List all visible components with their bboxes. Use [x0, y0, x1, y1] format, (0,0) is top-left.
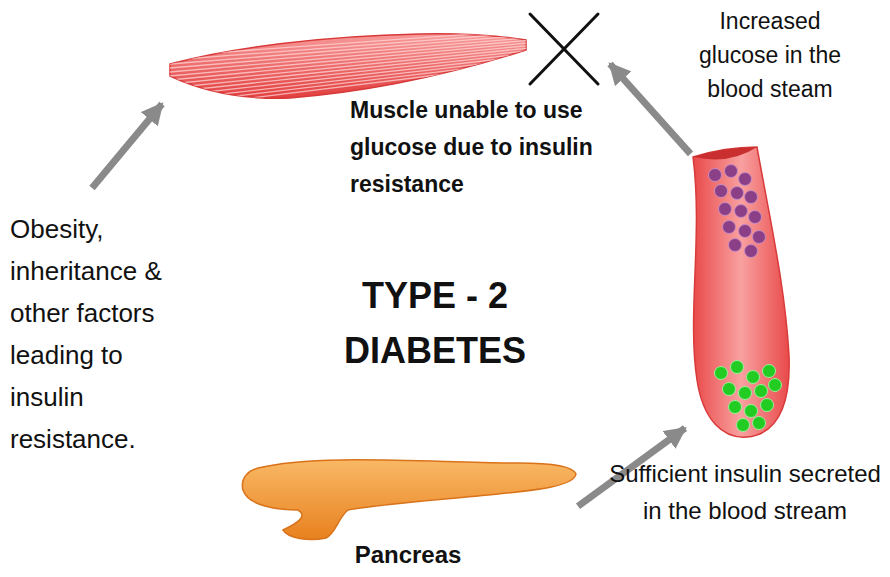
pancreas-node: Pancreas	[238, 438, 578, 543]
muscle-caption: Muscle unable to use glucose due to insu…	[350, 92, 635, 203]
factor-arrow	[92, 104, 162, 188]
blocked-mark	[530, 14, 598, 84]
vessel-node: Increased glucose in the blood steamSuff…	[685, 145, 795, 440]
vessel-caption: Sufficient insulin secreted in the blood…	[605, 455, 885, 529]
cause-note: Obesity, inheritance & other factors lea…	[10, 208, 200, 460]
diagram-title: TYPE - 2 DIABETES	[300, 268, 570, 378]
pancreas-illustration	[238, 438, 578, 543]
vessel-caption: Increased glucose in the blood steam	[685, 4, 855, 106]
vessel-illustration	[685, 145, 795, 440]
flow-arrow	[610, 64, 691, 154]
pancreas-caption: Pancreas	[238, 540, 578, 570]
muscle-illustration	[170, 28, 610, 100]
muscle-node: Muscle unable to use glucose due to insu…	[170, 28, 610, 100]
